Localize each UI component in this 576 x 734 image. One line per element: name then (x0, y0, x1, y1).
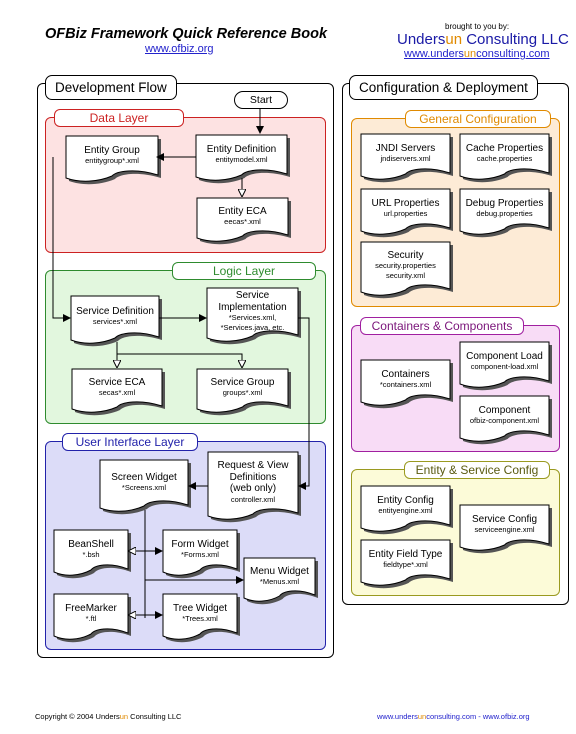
containers-components-label: Containers & Components (360, 317, 524, 335)
footer-copyright: Copyright © 2004 Undersun Consulting LLC (35, 712, 182, 721)
beanshell-doc: BeanShell*.bsh (68, 538, 114, 560)
doc-shape (196, 368, 289, 413)
footer-urls[interactable]: www.undersunconsulting.com - www.ofbiz.o… (377, 712, 530, 721)
doc-shape (162, 529, 238, 576)
doc-shape (196, 197, 289, 242)
company-url-link[interactable]: www.undersunconsulting.com (404, 48, 550, 60)
doc-shape (65, 135, 159, 182)
entity-service-config-label: Entity & Service Config (404, 461, 550, 479)
doc-shape (459, 395, 550, 442)
doc-shape (360, 485, 451, 532)
doc-shape (459, 133, 550, 180)
development-flow-title: Development Flow (45, 75, 177, 100)
logic-layer-label: Logic Layer (172, 262, 316, 280)
configuration-title: Configuration & Deployment (349, 75, 538, 100)
doc-shape (99, 459, 189, 512)
freemarker-doc: FreeMarker*.ftl (65, 602, 117, 624)
doc-shape (360, 241, 451, 296)
doc-shape (207, 451, 299, 520)
doc-shape (53, 593, 129, 640)
doc-shape (195, 134, 288, 181)
doc-shape (459, 504, 550, 551)
book-title: OFBiz Framework Quick Reference Book (45, 26, 328, 42)
doc-shape (360, 133, 451, 180)
menu-widget-doc: Menu Widget*Menus.xml (250, 565, 309, 587)
doc-shape (71, 368, 163, 413)
doc-shape (459, 188, 550, 235)
doc-shape (459, 341, 550, 388)
form-widget-doc: Form Widget*Forms.xml (171, 538, 229, 560)
tree-widget-doc: Tree Widget*Trees.xml (172, 602, 228, 624)
doc-shape (162, 593, 238, 640)
company-name: Undersun Consulting LLC (397, 31, 569, 48)
doc-shape (360, 359, 451, 406)
brought-to-you-by: brought to you by: (445, 22, 510, 31)
start-node: Start (234, 91, 288, 109)
doc-shape (206, 287, 299, 342)
screen-widget-doc: Screen Widget*Screens.xml (111, 471, 177, 493)
ofbiz-link[interactable]: www.ofbiz.org (145, 43, 214, 55)
doc-shape (360, 188, 451, 235)
containers-doc: Containers*containers.xml (379, 368, 432, 390)
doc-shape (70, 295, 160, 344)
ui-layer-label: User Interface Layer (62, 433, 198, 451)
doc-shape (243, 557, 316, 602)
doc-shape (360, 539, 451, 586)
general-configuration-label: General Configuration (405, 110, 551, 128)
data-layer-label: Data Layer (54, 109, 184, 127)
doc-shape (53, 529, 129, 576)
